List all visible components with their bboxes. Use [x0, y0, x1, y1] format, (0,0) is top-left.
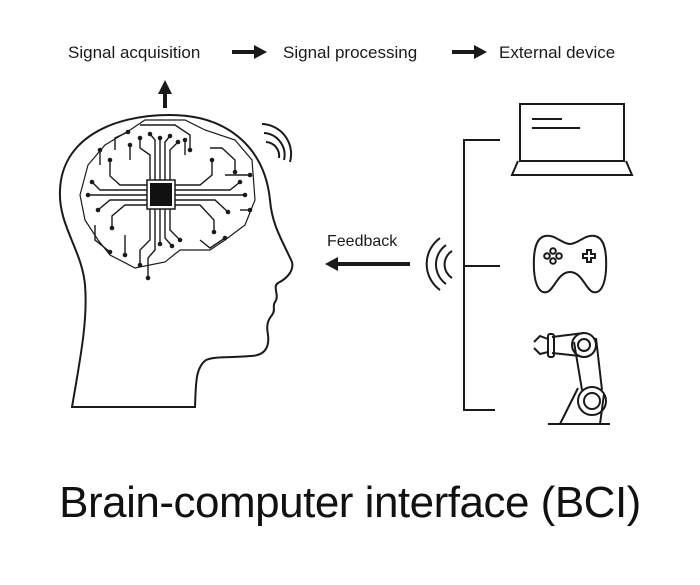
brain-circuit-icon — [79, 119, 256, 281]
laptop-icon — [510, 103, 634, 176]
arrow-right-icon — [452, 45, 487, 59]
circuit-node — [247, 172, 253, 178]
circuit-node — [209, 157, 215, 163]
head-outline-icon — [58, 113, 294, 408]
circuit-trace — [109, 160, 147, 186]
circuit-trace — [149, 133, 156, 180]
flow-step-external-device: External device — [499, 43, 615, 62]
circuit-node — [167, 133, 173, 139]
device-bracket — [463, 139, 500, 411]
circuit-node — [237, 179, 243, 185]
gamepad-icon — [532, 234, 608, 294]
circuit-trace — [175, 204, 215, 232]
circuit-trace — [199, 237, 226, 249]
circuit-node — [147, 131, 153, 137]
circuit-node — [182, 137, 188, 143]
circuit-trace — [91, 181, 147, 191]
circuit-trace — [139, 209, 151, 265]
circuit-node — [127, 142, 133, 148]
wireless-signal-icon — [425, 237, 453, 291]
circuit-node — [95, 207, 101, 213]
circuit-node — [177, 237, 183, 243]
arrow-right-icon — [232, 45, 267, 59]
circuit-node — [122, 252, 128, 258]
brain-outline — [79, 119, 256, 269]
circuit-node — [157, 135, 163, 141]
circuit-node — [187, 147, 193, 153]
circuit-node — [109, 225, 115, 231]
feedback-label: Feedback — [327, 233, 398, 250]
circuit-trace — [175, 199, 229, 213]
wireless-signal-icon — [261, 123, 293, 163]
robot-arm-icon — [533, 332, 610, 425]
circuit-node — [169, 243, 175, 249]
circuit-node — [232, 169, 238, 175]
circuit-node — [175, 139, 181, 145]
circuit-trace — [97, 199, 147, 211]
circuit-node — [85, 192, 91, 198]
page-title: Brain-computer interface (BCI) — [59, 478, 641, 527]
circuit-trace — [169, 209, 181, 241]
circuit-trace — [210, 147, 236, 172]
circuit-trace — [147, 209, 156, 278]
circuit-trace — [140, 124, 191, 150]
circuit-node — [157, 241, 163, 247]
circuit-node — [225, 209, 231, 215]
arrow-left-icon — [325, 257, 410, 271]
circuit-trace — [111, 204, 147, 228]
flow-step-acquisition: Signal acquisition — [68, 43, 200, 62]
circuit-node — [242, 192, 248, 198]
circuit-trace — [164, 209, 173, 247]
circuit-trace — [164, 135, 171, 180]
flow-step-processing: Signal processing — [283, 43, 417, 62]
circuit-node — [145, 275, 151, 281]
cpu-chip-icon — [146, 179, 176, 210]
arrow-up-icon — [158, 80, 172, 108]
circuit-node — [107, 157, 113, 163]
circuit-trace — [175, 160, 213, 186]
circuit-trace — [175, 181, 241, 191]
circuit-node — [89, 179, 95, 185]
circuit-node — [137, 135, 143, 141]
circuit-trace — [139, 138, 151, 180]
circuit-node — [137, 262, 143, 268]
circuit-node — [211, 229, 217, 235]
circuit-trace — [169, 141, 179, 180]
